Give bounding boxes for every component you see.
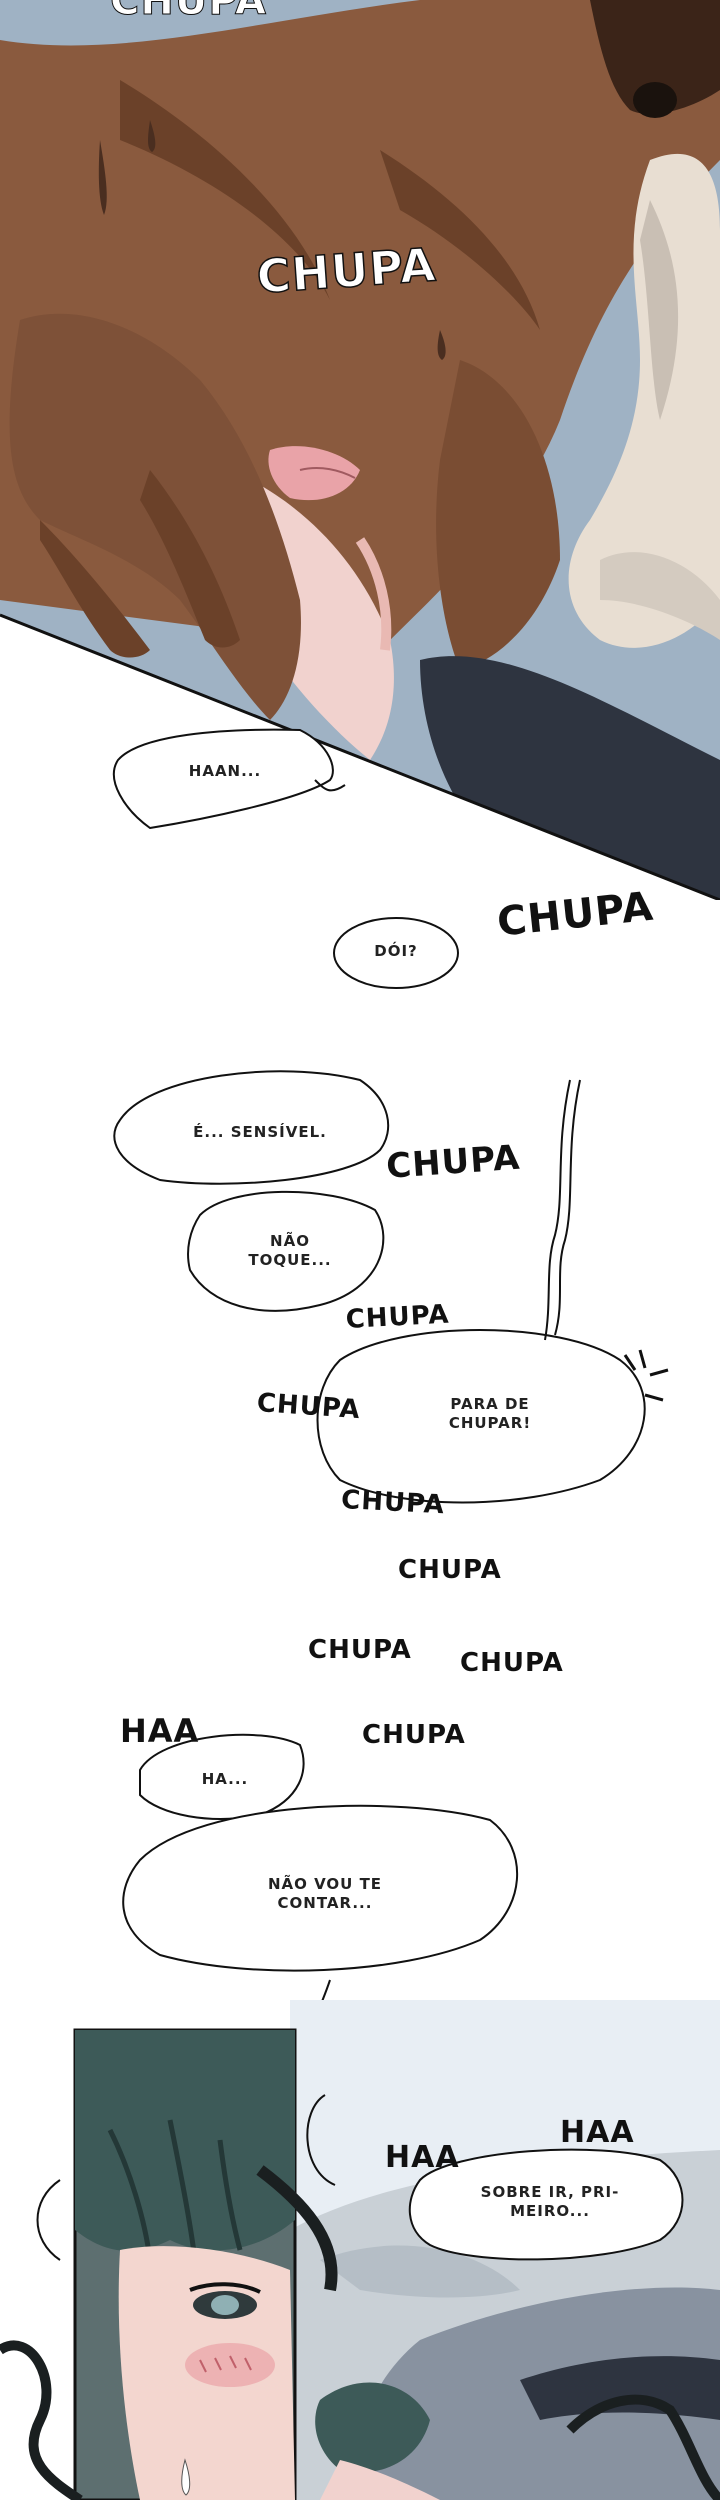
bubble-text-para: PARA DE CHUPAR! (448, 1395, 532, 1432)
sfx-chupa-7: CHUPA (308, 1635, 412, 1665)
body-shadow (120, 80, 330, 300)
neck-shadow (380, 150, 540, 330)
sfx-chupa-top: CHUPA (110, 0, 267, 25)
bubble-text-ha: HA... (201, 1770, 249, 1788)
bubble-text-nao-toque: NÃO TOQUE... (248, 1232, 332, 1269)
lips (268, 446, 360, 501)
sfx-haa-1: HAA (120, 1712, 200, 1750)
bubble-text-haan: HAAN... (188, 762, 262, 780)
bubble-text-doi: DÓI? (374, 942, 418, 960)
closeup-hair (75, 2030, 295, 2251)
hair-tip (633, 82, 677, 118)
bubble-sensivel (113, 1070, 390, 1185)
sfx-chupa-9: CHUPA (362, 1720, 466, 1750)
bubble-ha (139, 1733, 305, 1820)
bubble-contar (122, 1804, 519, 1972)
teal-hair-small (315, 2382, 430, 2473)
finger-2 (140, 470, 240, 648)
sfx-chupa-8: CHUPA (460, 1648, 564, 1678)
bubble-para (316, 1329, 646, 1504)
light-hair (568, 153, 720, 648)
bubble-text-sobre-ir: SOBRE IR, PRI- MEIRO... (480, 2183, 620, 2220)
bubble-text-contar: NÃO VOU TE CONTAR... (267, 1875, 383, 1912)
sfx-chupa-6: CHUPA (398, 1555, 502, 1585)
closeup-sweat (181, 2458, 191, 2496)
closeup-blush (185, 2343, 275, 2387)
sfx-haa-2: HAA (385, 2140, 460, 2175)
dark-vines (0, 2340, 83, 2500)
bubble-text-sensivel: É... SENSÍVEL. (193, 1123, 327, 1141)
bubble-tail-para (554, 1079, 581, 1336)
bubble-doi (333, 917, 459, 989)
dark-hair (590, 0, 720, 114)
finger-1 (40, 520, 150, 658)
dark-clothing (420, 656, 720, 900)
face (436, 360, 560, 670)
bubble-haan (112, 728, 334, 830)
sfx-haa-3: HAA (560, 2115, 635, 2150)
bubble-sobre-ir (408, 2148, 684, 2261)
top-panel-art (0, 0, 720, 900)
bubble-nao-toque (187, 1190, 385, 1312)
